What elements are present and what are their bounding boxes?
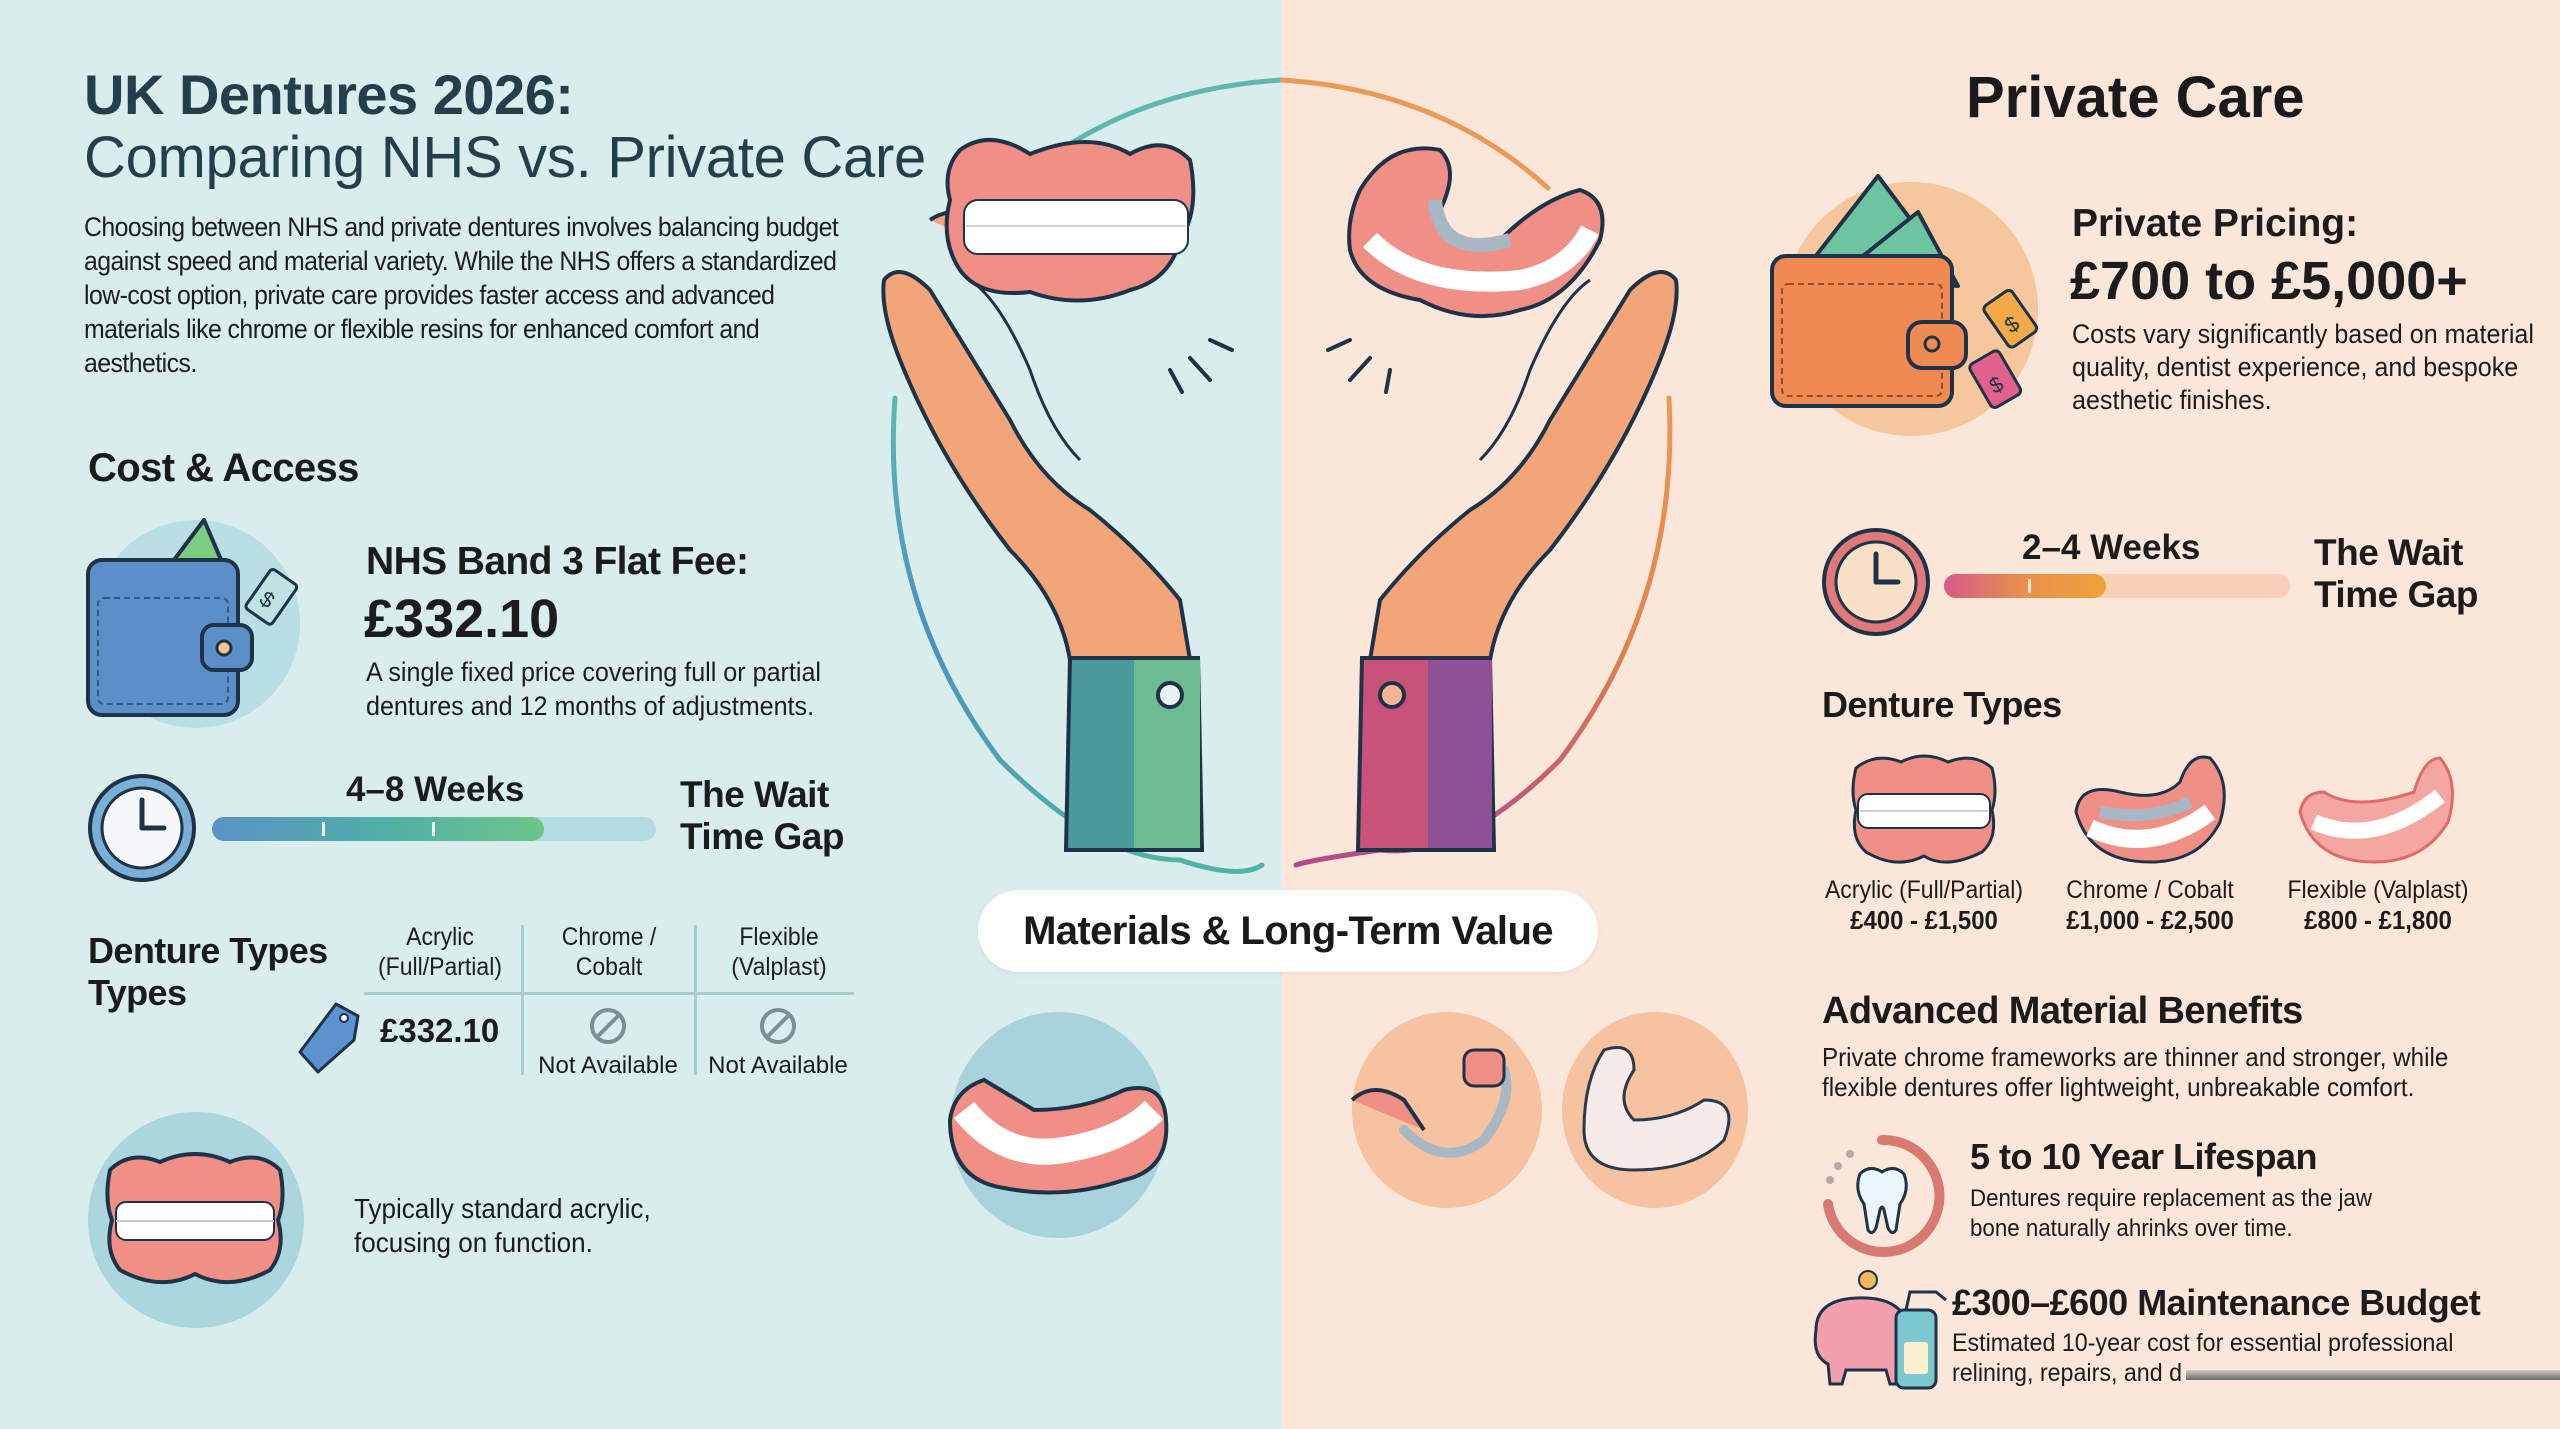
nhs-fee-description: A single fixed price covering full or pa… xyxy=(366,657,822,721)
material-desc-line2: focusing on function. xyxy=(354,1227,593,1258)
header-line2: Cobalt xyxy=(575,953,643,981)
type-price: £1,000 - £2,500 xyxy=(2066,905,2234,935)
table-divider xyxy=(694,925,697,1075)
chrome-cobalt-denture-icon xyxy=(2074,755,2226,864)
private-wallet-icon: $ $ xyxy=(1770,174,2039,409)
denture-types-title-line2: Types xyxy=(88,972,187,1013)
private-wait-bar-fill xyxy=(1944,574,2106,598)
private-type-chrome: Chrome / Cobalt £1,000 - £2,500 xyxy=(2030,876,2270,936)
wait-gap-line1: The Wait xyxy=(2314,532,2463,573)
maintenance-desc-line2: relining, repairs, and d xyxy=(1952,1359,2183,1387)
advanced-benefits-title: Advanced Material Benefits xyxy=(1822,990,2303,1032)
nhs-denture-types-title: Denture Types Types xyxy=(88,930,328,1014)
type-price: £800 - £1,800 xyxy=(2304,905,2452,935)
private-wait-gap-label: The Wait Time Gap xyxy=(2314,532,2478,616)
nhs-acrylic-price: £332.10 xyxy=(380,1012,500,1049)
material-desc-line1: Typically standard acrylic, xyxy=(354,1193,651,1224)
chrome-not-available: Not Available xyxy=(538,1052,678,1079)
table-header-flexible: Flexible (Valplast) xyxy=(701,922,857,982)
private-pricing-label: Private Pricing: xyxy=(2072,202,2359,245)
type-price: £400 - £1,500 xyxy=(1850,905,1998,935)
flexible-denture-icon xyxy=(2298,756,2454,864)
table-header-acrylic: Acrylic (Full/Partial) xyxy=(357,922,523,982)
hands-holding-dentures-illustration xyxy=(881,137,1679,852)
header-line1: Chrome / xyxy=(561,923,657,951)
table-divider xyxy=(364,992,854,995)
not-available-icon xyxy=(590,1008,626,1044)
partial-acrylic-denture-icon xyxy=(947,1077,1169,1195)
maintenance-description: Estimated 10-year cost for essential pro… xyxy=(1952,1328,2473,1388)
nhs-section-title: Cost & Access xyxy=(88,446,359,490)
private-section-title: Private Care xyxy=(1966,65,2305,130)
private-pricing-description: Costs vary significantly based on materi… xyxy=(2072,319,2534,415)
nhs-wait-gap-label: The Wait Time Gap xyxy=(680,774,844,858)
flexible-denture-icon xyxy=(1582,1046,1731,1172)
type-name: Acrylic (Full/Partial) xyxy=(1824,876,2024,904)
nhs-fee-label: NHS Band 3 Flat Fee: xyxy=(366,540,749,583)
tooth-lifespan-icon xyxy=(1823,1134,1945,1257)
nhs-wait-bar-fill xyxy=(212,817,544,841)
private-denture-types-title: Denture Types xyxy=(1822,684,2062,725)
nhs-wait-weeks: 4–8 Weeks xyxy=(346,770,525,809)
type-name: Chrome / Cobalt xyxy=(2066,876,2234,904)
flexible-not-available: Not Available xyxy=(708,1052,848,1079)
wait-gap-line1: The Wait xyxy=(680,774,829,815)
lifespan-desc-line2: bone naturally ahrinks over time. xyxy=(1970,1215,2293,1242)
private-wait-bar-tick xyxy=(2028,579,2031,593)
lifespan-desc-line1: Dentures require replacement as the jaw xyxy=(1970,1185,2372,1212)
nhs-wait-bar-tick xyxy=(322,822,325,836)
acrylic-denture-icon xyxy=(1851,754,1997,864)
materials-long-term-value-pill: Materials & Long-Term Value xyxy=(978,890,1598,972)
piggy-bank-cleaning-icon xyxy=(1813,1270,1947,1390)
wait-gap-line2: Time Gap xyxy=(2314,574,2478,615)
not-available-icon xyxy=(760,1008,796,1044)
table-header-chrome: Chrome / Cobalt xyxy=(531,922,687,982)
type-name: Flexible (Valplast) xyxy=(2287,876,2469,904)
clock-icon xyxy=(88,774,196,882)
nhs-material-description: Typically standard acrylic, focusing on … xyxy=(354,1192,651,1260)
nhs-fee-value: £332.10 xyxy=(364,589,560,649)
acrylic-denture-icon xyxy=(105,1152,285,1284)
page-title: UK Dentures 2026: xyxy=(84,63,574,126)
header-line1: Flexible xyxy=(739,923,819,951)
private-pricing-value: £700 to £5,000+ xyxy=(2070,251,2468,311)
intro-paragraph: Choosing between NHS and private denture… xyxy=(84,212,839,378)
advanced-benefits-description: Private chrome frameworks are thinner an… xyxy=(1822,1042,2449,1102)
table-divider xyxy=(521,925,524,1075)
clock-icon xyxy=(1822,528,1930,636)
price-tag-icon xyxy=(298,1002,360,1074)
header-line2: (Full/Partial) xyxy=(378,953,502,981)
private-type-flexible: Flexible (Valplast) £800 - £1,800 xyxy=(2258,876,2498,936)
overlay-bar xyxy=(2186,1370,2560,1380)
lifespan-description: Dentures require replacement as the jaw … xyxy=(1970,1184,2435,1244)
header-line1: Acrylic xyxy=(406,923,474,951)
chrome-partial-denture-icon xyxy=(1350,1048,1512,1158)
maintenance-desc-line1: Estimated 10-year cost for essential pro… xyxy=(1952,1329,2454,1357)
page-subtitle: Comparing NHS vs. Private Care xyxy=(84,125,926,190)
lifespan-title: 5 to 10 Year Lifespan xyxy=(1970,1136,2318,1177)
denture-types-title-line1: Denture Types xyxy=(88,930,328,971)
private-type-acrylic: Acrylic (Full/Partial) £400 - £1,500 xyxy=(1804,876,2044,936)
nhs-wait-bar xyxy=(212,817,656,841)
private-wait-weeks: 2–4 Weeks xyxy=(2022,528,2201,567)
header-line2: (Valplast) xyxy=(731,953,827,981)
wallet-icon: $ xyxy=(86,518,299,717)
maintenance-title: £300–£600 Maintenance Budget xyxy=(1952,1282,2481,1323)
wait-gap-line2: Time Gap xyxy=(680,816,844,857)
private-wait-bar xyxy=(1944,574,2290,598)
nhs-wait-bar-tick xyxy=(432,822,435,836)
